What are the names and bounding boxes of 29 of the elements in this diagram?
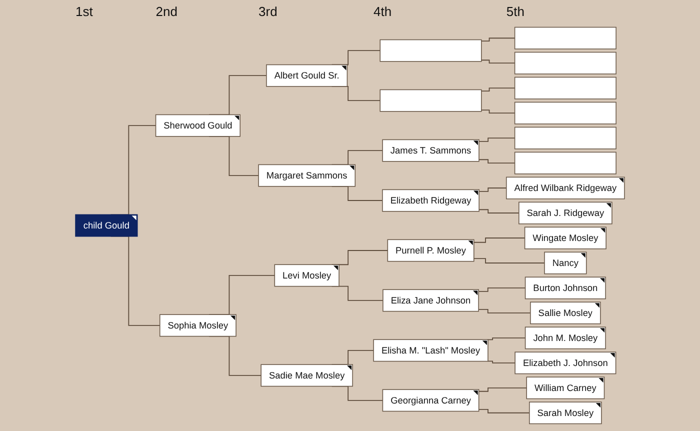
node-box: [380, 39, 482, 62]
connector: [478, 309, 531, 314]
connector: [480, 88, 516, 92]
column-heading: 1st: [76, 4, 93, 19]
connector: [480, 60, 516, 64]
connector: [478, 209, 520, 214]
node-box: [514, 152, 616, 174]
connector: [488, 337, 526, 340]
node-box: [514, 26, 616, 50]
connector: [480, 110, 516, 114]
connector: [488, 360, 516, 364]
column-heading: 4th: [374, 4, 392, 19]
node-box: [514, 102, 616, 124]
column-heading: 5th: [506, 4, 524, 19]
connector: [478, 288, 526, 292]
connector: [478, 159, 516, 164]
column-heading: 2nd: [156, 4, 178, 19]
connector: [478, 188, 507, 192]
node-box: [380, 89, 482, 112]
connector: [478, 387, 528, 392]
connector: [478, 408, 530, 414]
node-box: [514, 126, 616, 150]
connector: [478, 138, 516, 142]
node-box: [514, 52, 616, 74]
connector: [473, 238, 526, 243]
connector: [480, 38, 516, 42]
node-box: [514, 76, 616, 100]
column-heading: 3rd: [258, 4, 278, 19]
connector: [473, 258, 545, 264]
